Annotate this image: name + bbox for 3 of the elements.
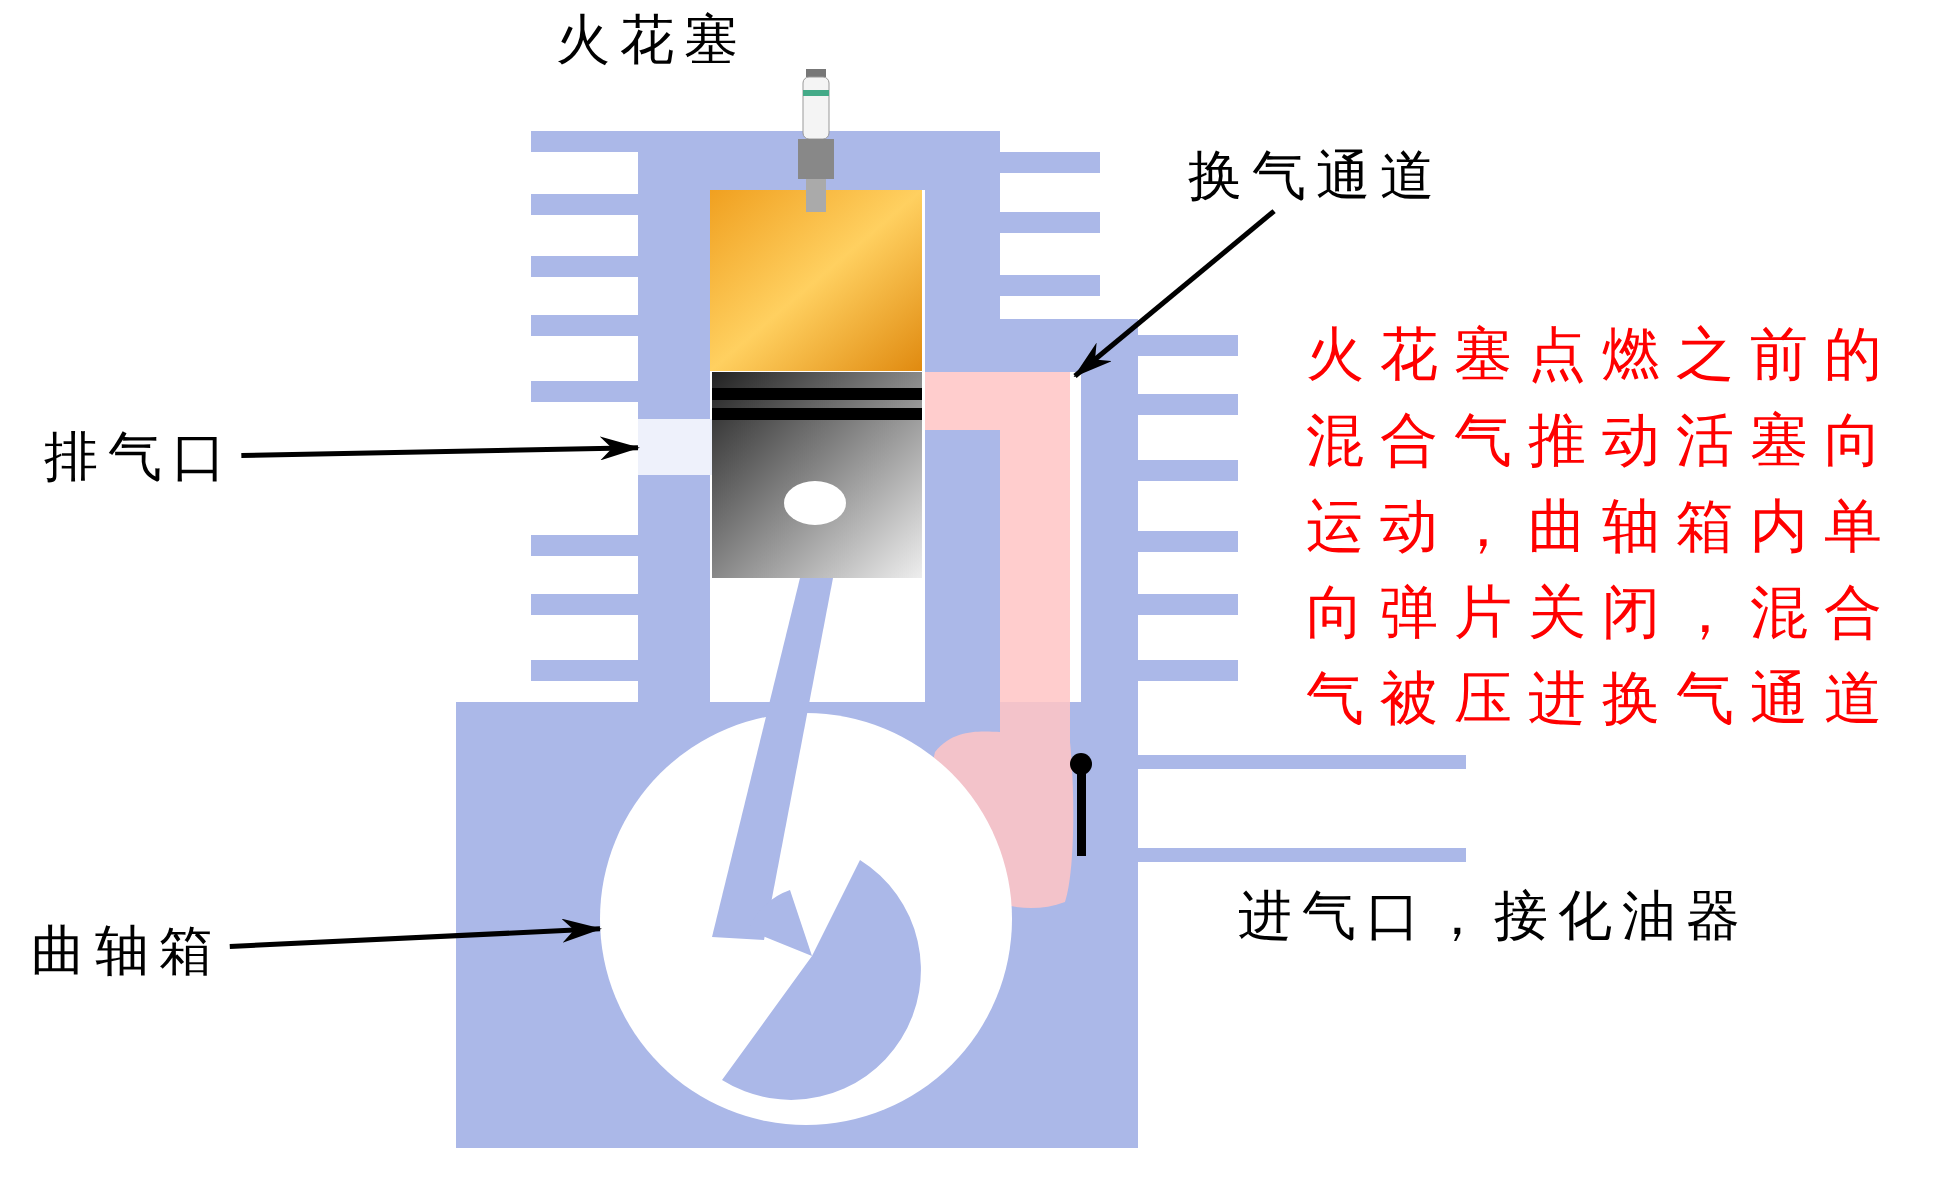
note-text: 火花塞点燃之前的混合气推动活塞向运动，曲轴箱内单向弹片关闭，混合气被压进换气通道 — [1306, 321, 1899, 733]
part-label: 进气口，接化油器 — [1238, 885, 1750, 948]
part-label: 火花塞 — [556, 9, 748, 72]
